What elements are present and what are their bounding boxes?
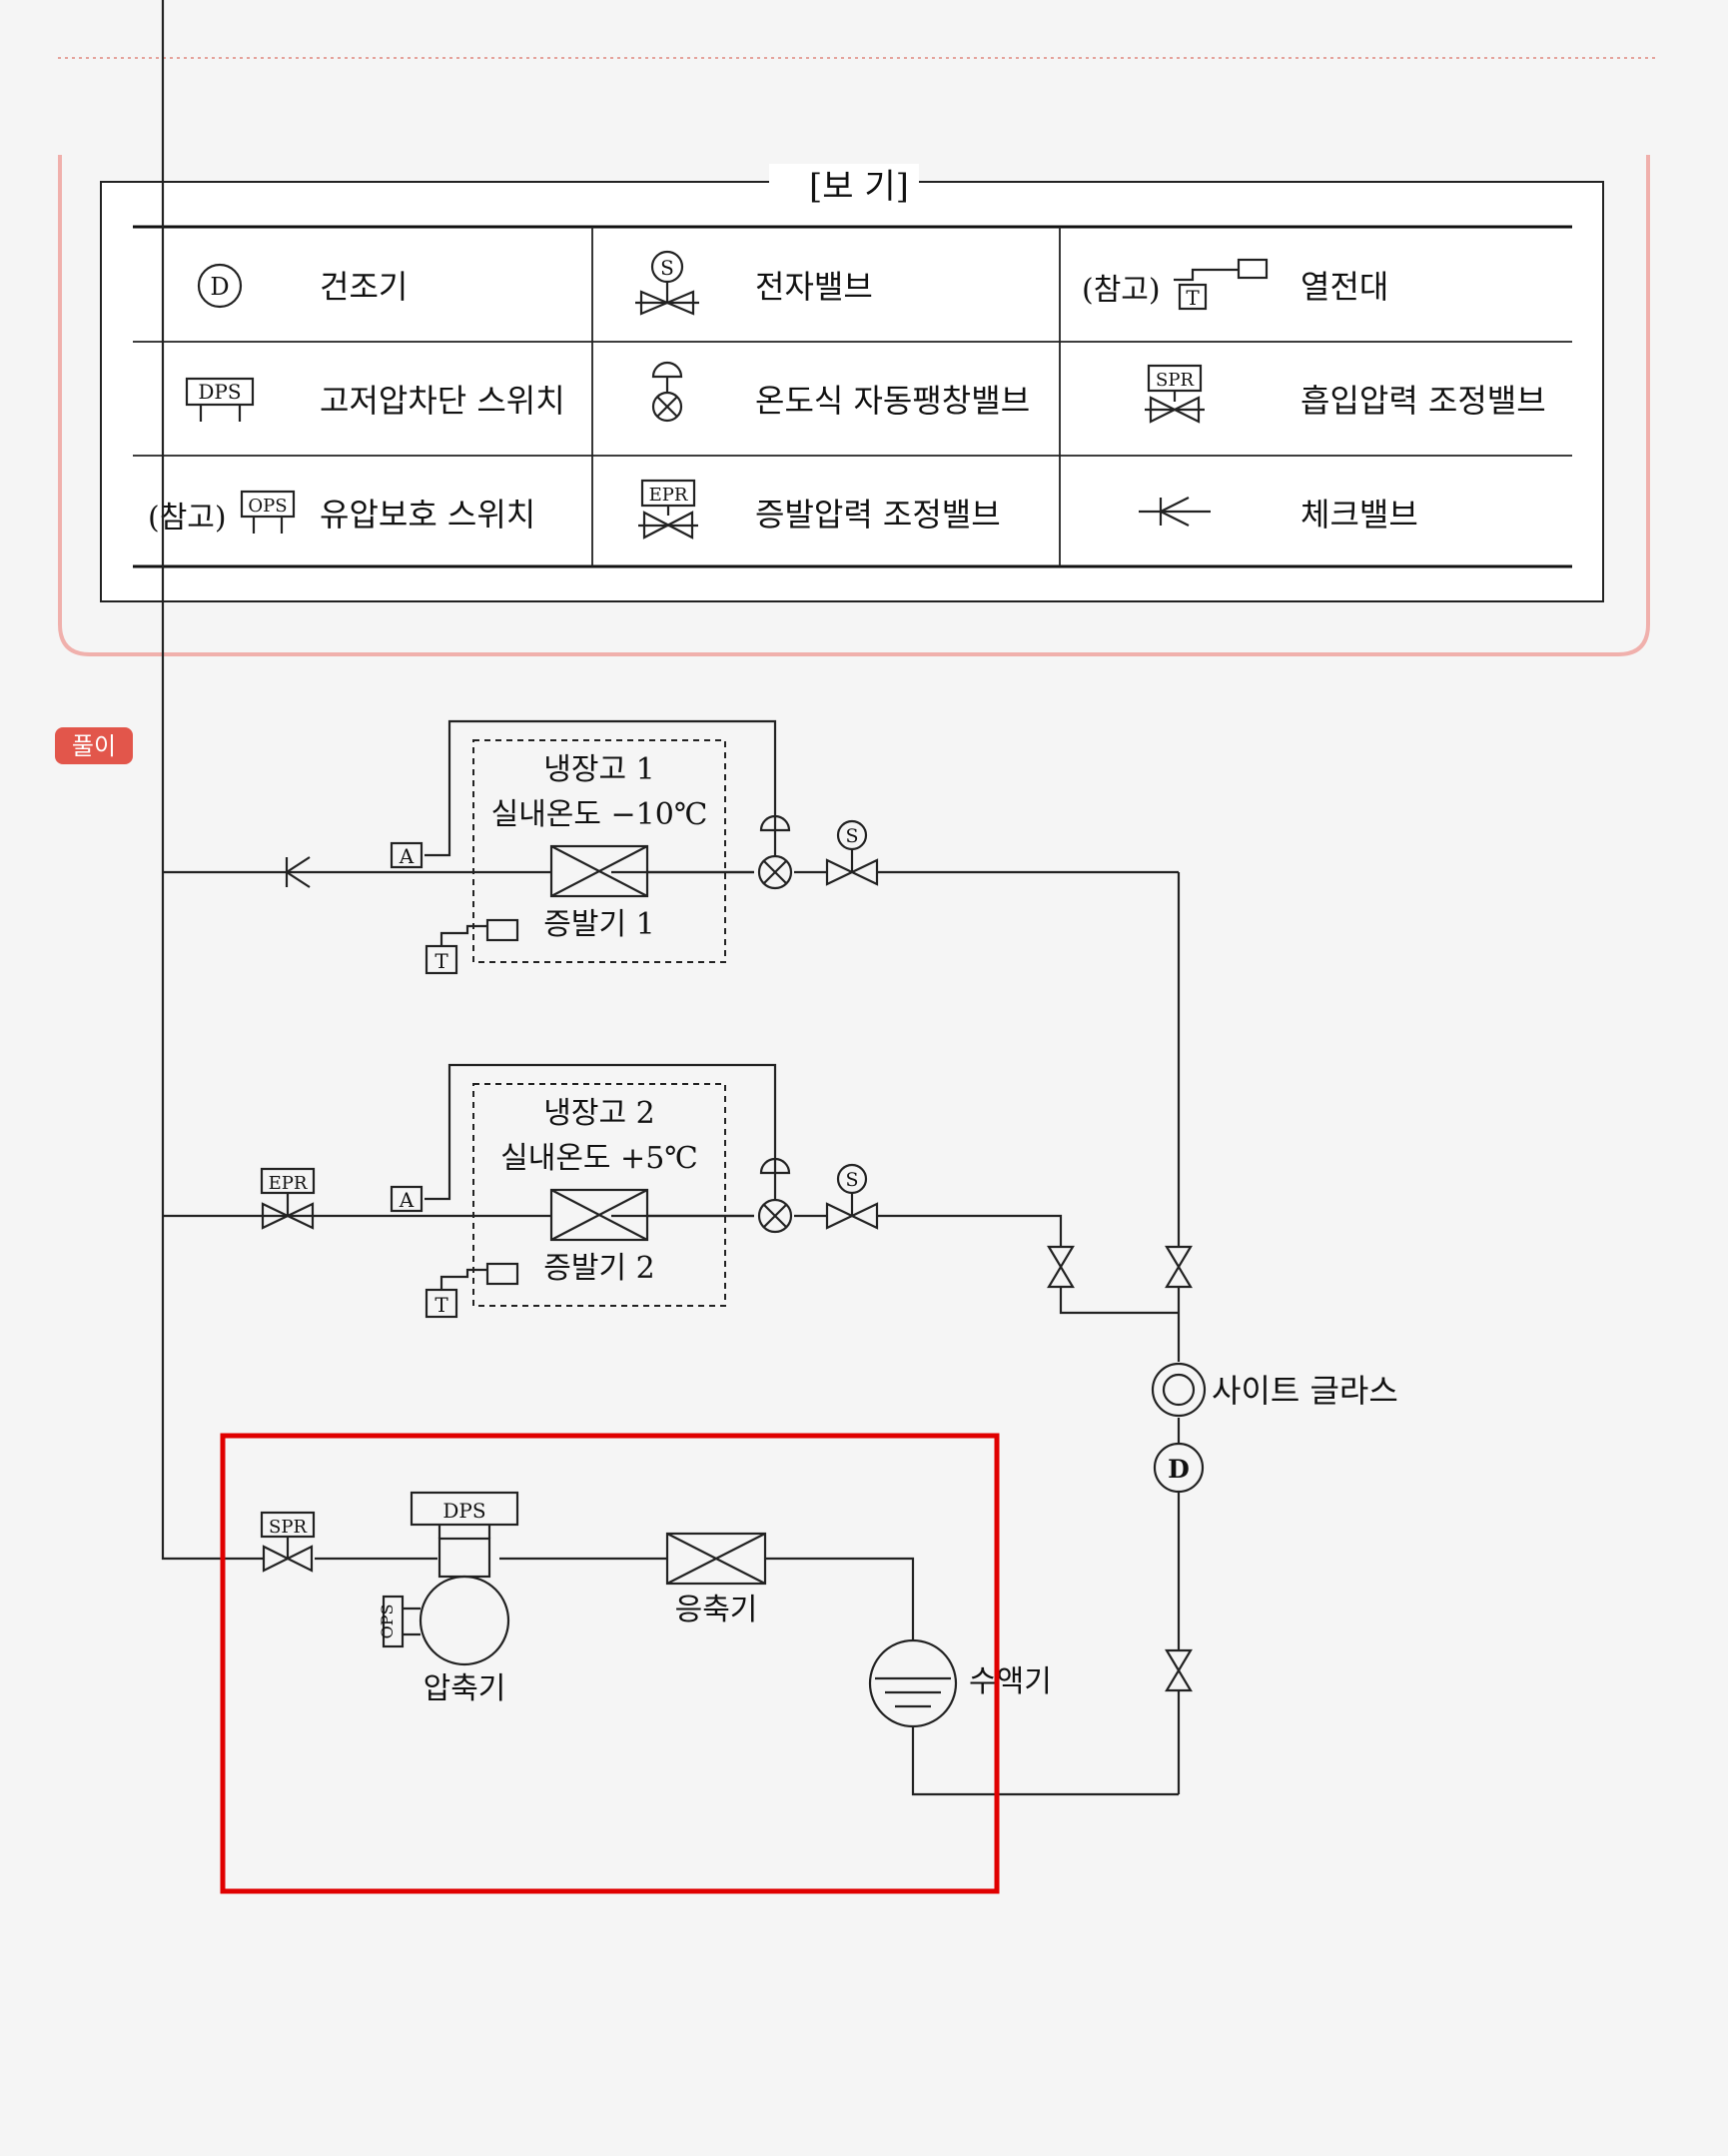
svg-text:OPS: OPS (248, 496, 287, 517)
suction-pressure-regulator-icon: SPR (1145, 364, 1205, 424)
check-valve-icon (284, 856, 311, 888)
svg-text:EPR: EPR (269, 1173, 308, 1194)
gate-valve-3 (1165, 1648, 1193, 1692)
room1-name: 냉장고 1 (543, 752, 654, 787)
svg-text:T: T (1186, 286, 1200, 310)
room2-evap: 증발기 2 (543, 1251, 654, 1286)
spr-valve: SPR (260, 1511, 316, 1573)
highlight-box (220, 1433, 1000, 1894)
legend-frame (58, 155, 1650, 656)
thermostatic-expansion-valve-icon (651, 361, 683, 423)
expansion-valve-1 (757, 814, 793, 890)
dryer-icon: D (1153, 1442, 1205, 1494)
svg-text:SPR: SPR (269, 1517, 307, 1538)
legend-label-dryer: 건조기 (320, 268, 408, 306)
piping-lines (161, 0, 1181, 1796)
ops-label: OPS (378, 1605, 397, 1639)
svg-text:T: T (434, 949, 448, 973)
dps-label: DPS (442, 1499, 485, 1523)
receiver (868, 1638, 958, 1728)
svg-text:S: S (845, 1169, 858, 1191)
svg-text:풀이: 풀이 (72, 732, 116, 760)
thermo-bulb-a1: A (390, 841, 424, 869)
svg-text:A: A (399, 1188, 415, 1212)
evaporator-pressure-regulator-icon: EPR (638, 479, 698, 539)
thermocouple-2: T (425, 1262, 519, 1319)
room-2: 냉장고 2 실내온도 +5℃ 증발기 2 (472, 1083, 754, 1307)
legend-label-solenoid: 전자밸브 (755, 268, 873, 306)
solenoid-valve-1: S (825, 819, 879, 886)
legend-note-ops: (참고) (148, 501, 227, 536)
legend-label-ops: 유압보호 스위치 (320, 496, 535, 534)
dual-pressure-switch-icon: DPS (185, 377, 255, 422)
svg-text:S: S (845, 825, 858, 847)
svg-text:DPS: DPS (198, 380, 241, 404)
dryer-icon: D (197, 263, 243, 309)
svg-text:SPR: SPR (1156, 370, 1194, 391)
thermocouple-icon: T (1174, 258, 1269, 311)
condenser (665, 1532, 767, 1586)
gate-valve-2 (1165, 1245, 1193, 1289)
expansion-valve-2 (757, 1157, 793, 1234)
legend-note-thermo: (참고) (1082, 273, 1161, 308)
svg-text:S: S (660, 256, 674, 280)
legend-label-dps: 고저압차단 스위치 (320, 382, 565, 420)
check-valve-icon (1139, 497, 1211, 527)
room2-name: 냉장고 2 (543, 1096, 654, 1131)
solution-badge: 풀이 (55, 727, 133, 764)
room1-temp: 실내온도 −10℃ (491, 797, 708, 832)
solenoid-valve-2: S (825, 1163, 879, 1230)
legend-label-check: 체크밸브 (1300, 496, 1418, 534)
legend-title: [보 기] (809, 167, 909, 207)
room2-temp: 실내온도 +5℃ (500, 1141, 698, 1176)
receiver-label: 수액기 (969, 1664, 1052, 1699)
oil-pressure-switch-icon: OPS (240, 490, 296, 534)
room1-evap: 증발기 1 (543, 907, 654, 942)
legend-label-epr: 증발압력 조정밸브 (755, 496, 1001, 534)
sight-glass-label: 사이트 글라스 (1212, 1372, 1398, 1410)
svg-text:D: D (210, 273, 229, 301)
legend-label-spr: 흡입압력 조정밸브 (1300, 382, 1546, 420)
thermocouple-1: T (425, 918, 519, 975)
epr-valve: EPR (260, 1167, 316, 1230)
legend-label-expansion: 온도식 자동팽창밸브 (755, 382, 1030, 420)
svg-text:T: T (434, 1293, 448, 1317)
svg-text:EPR: EPR (649, 485, 688, 506)
sight-glass-icon (1151, 1362, 1207, 1418)
gate-valve-1 (1047, 1245, 1075, 1289)
solenoid-valve-icon: S (635, 250, 699, 316)
thermo-bulb-a2: A (390, 1185, 424, 1213)
condenser-label: 응축기 (675, 1593, 758, 1627)
legend-table: [보 기] D 건조기 S 전자밸브 (참고) T 열전대 (100, 164, 1604, 602)
compressor-label: 압축기 (424, 1671, 506, 1706)
legend-label-thermocouple: 열전대 (1300, 268, 1388, 306)
svg-text:A: A (399, 844, 415, 868)
room-1: 냉장고 1 실내온도 −10℃ 증발기 1 (472, 739, 754, 963)
compressor: DPS OPS (378, 1491, 519, 1666)
svg-text:D: D (1168, 1455, 1190, 1484)
